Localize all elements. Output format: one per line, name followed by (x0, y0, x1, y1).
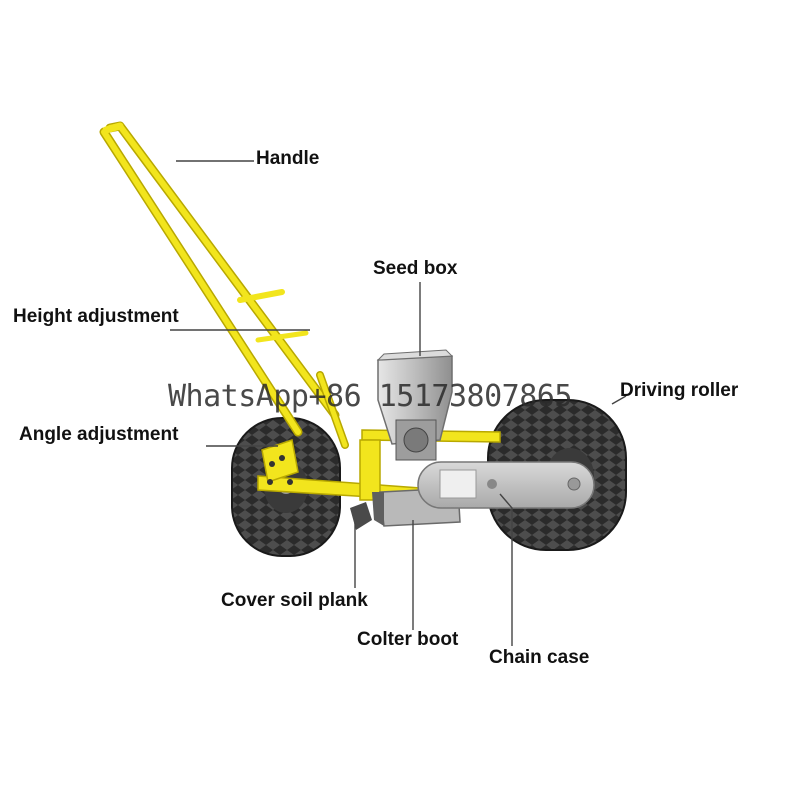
label-height-adjustment: Height adjustment (13, 306, 179, 327)
label-seed-box: Seed box (373, 258, 458, 279)
label-cover-soil-plank: Cover soil plank (221, 590, 368, 611)
label-angle-adjustment: Angle adjustment (19, 424, 179, 445)
leader-driving-roller (611, 395, 627, 405)
label-driving-roller: Driving roller (620, 380, 739, 401)
label-colter-boot: Colter boot (357, 629, 459, 650)
seed-box (376, 349, 454, 461)
label-chain-case: Chain case (489, 647, 590, 668)
cover-soil-plank (350, 502, 372, 530)
label-handle: Handle (256, 148, 320, 169)
leader-chain-case (499, 493, 513, 646)
handle-frame (99, 121, 349, 449)
chain-case (417, 461, 595, 509)
watermark: WhatsApp+86 15173807865 (168, 379, 572, 414)
leader-lines (170, 160, 627, 646)
